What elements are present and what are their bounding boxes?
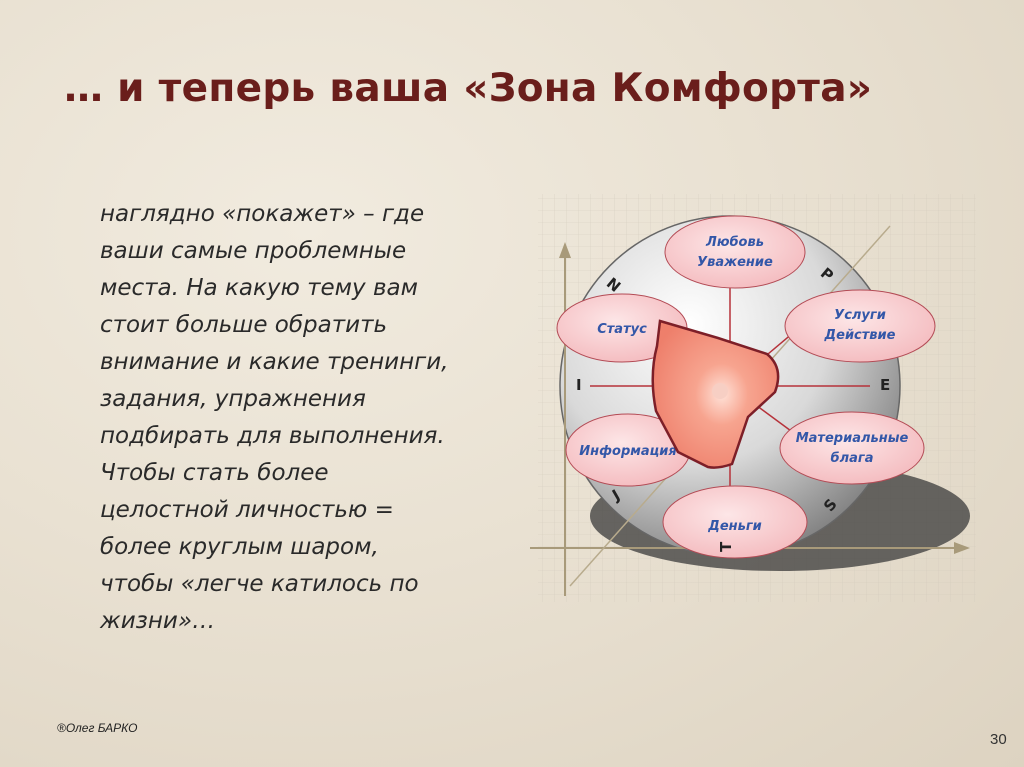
slide-body-text: наглядно «покажет» – где ваши самые проб… — [100, 196, 540, 640]
zone-love-line1: Любовь — [705, 235, 764, 250]
zone-money: Деньги — [662, 485, 808, 559]
page-number: 30 — [990, 731, 1007, 748]
zone-services-line2: Действие — [824, 328, 896, 343]
body-line: Чтобы стать более — [100, 460, 329, 486]
zone-services-line1: Услуги — [834, 308, 886, 323]
body-line: наглядно «покажет» – где — [100, 201, 425, 227]
horizontal-axis-arrow — [954, 542, 970, 554]
body-line: подбирать для выполнения. — [100, 423, 445, 449]
slide-title: … и теперь ваша «Зона Комфорта» — [64, 66, 873, 111]
zone-material-line1: Материальные — [796, 431, 909, 446]
zone-information: Информация — [565, 413, 691, 487]
axis-letter-t: T — [717, 541, 735, 552]
body-line: целостной личностью = — [100, 497, 394, 523]
vertical-axis-arrow — [559, 242, 571, 258]
comfort-zone-diagram: Любовь Уважение Услуги Действие Материал… — [530, 194, 976, 602]
zone-love-line2: Уважение — [697, 255, 773, 270]
author-footer: ®Олег БАРКО — [57, 721, 138, 735]
body-line: жизни»… — [100, 608, 216, 634]
axis-letter-i: I — [576, 376, 582, 394]
zone-information-label: Информация — [579, 444, 677, 459]
body-line: стоит больше обратить — [100, 312, 388, 338]
body-line: места. На какую тему вам — [100, 275, 418, 301]
body-line: более круглым шаром, — [100, 534, 379, 560]
zone-status-label: Статус — [597, 322, 647, 337]
zone-material-line2: блага — [831, 451, 874, 466]
body-line: ваши самые проблемные — [100, 238, 407, 264]
zone-money-label: Деньги — [707, 519, 762, 534]
zone-material: Материальные блага — [779, 411, 925, 485]
body-line: внимание и какие тренинги, — [100, 349, 449, 375]
axis-letter-e: E — [880, 376, 890, 394]
zone-love: Любовь Уважение — [664, 215, 806, 289]
zone-services: Услуги Действие — [784, 289, 936, 363]
body-line: задания, упражнения — [100, 386, 366, 412]
body-line: чтобы «легче катилось по — [100, 571, 419, 597]
core-center — [712, 383, 728, 399]
